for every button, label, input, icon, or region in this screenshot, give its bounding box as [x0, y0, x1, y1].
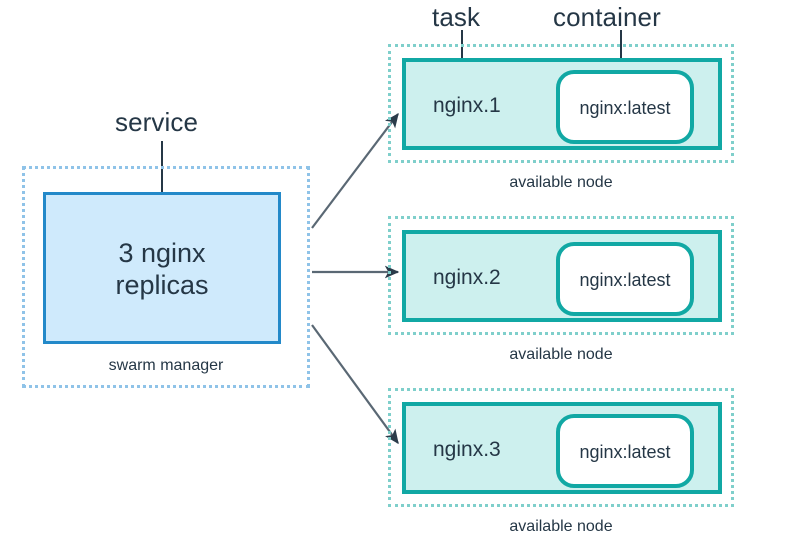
service-leader-line: [161, 141, 163, 231]
task-box-1[interactable]: nginx.1 nginx:latest: [402, 58, 722, 150]
service-box-text: 3 nginx replicas: [115, 238, 209, 300]
arrow-to-node-1: [311, 112, 399, 229]
service-annotation-label: service: [115, 107, 199, 137]
available-node-3-caption: available node: [509, 518, 613, 535]
available-node-1-caption: available node: [509, 174, 613, 191]
available-node-1-boundary: [388, 44, 734, 163]
task-leader-line: [461, 30, 463, 82]
container-name-3: nginx:latest: [579, 442, 671, 462]
swarm-manager-boundary: [22, 166, 310, 388]
swarm-manager-caption: swarm manager: [108, 357, 224, 374]
service-box[interactable]: 3 nginx replicas: [43, 192, 281, 344]
container-box-3[interactable]: nginx:latest: [556, 414, 694, 488]
task-box-2[interactable]: nginx.2 nginx:latest: [402, 230, 722, 322]
task-name-1: nginx.1: [433, 94, 501, 117]
container-name-1: nginx:latest: [579, 98, 671, 118]
available-node-3-boundary: [388, 388, 734, 507]
container-box-2[interactable]: nginx:latest: [556, 242, 694, 316]
task-annotation-label: task: [432, 2, 481, 32]
container-box-1[interactable]: nginx:latest: [556, 70, 694, 144]
task-box-3[interactable]: nginx.3 nginx:latest: [402, 402, 722, 494]
container-annotation-label: container: [553, 2, 661, 32]
task-name-2: nginx.2: [433, 266, 501, 289]
available-node-2-caption: available node: [509, 346, 613, 363]
container-name-2: nginx:latest: [579, 270, 671, 290]
task-name-3: nginx.3: [433, 438, 501, 461]
available-node-2-boundary: [388, 216, 734, 335]
arrow-to-node-3: [311, 324, 399, 445]
